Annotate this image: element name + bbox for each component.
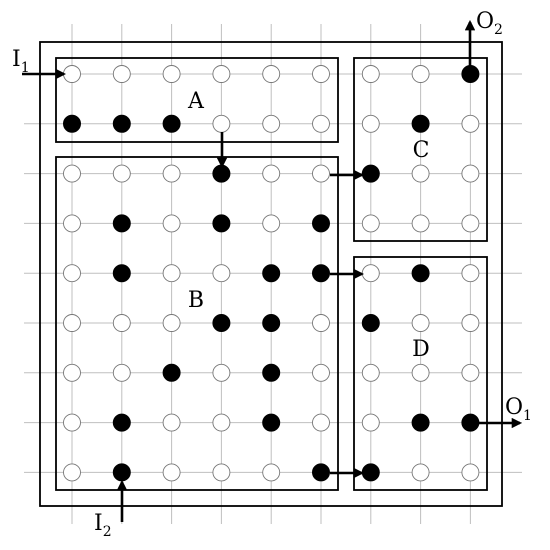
node-empty xyxy=(63,164,81,183)
region-d-box xyxy=(353,256,488,491)
node-empty xyxy=(411,164,430,183)
node-empty xyxy=(212,65,231,83)
node-filled xyxy=(212,164,231,183)
node-empty xyxy=(262,463,281,482)
node-empty xyxy=(262,164,281,183)
node-filled xyxy=(411,264,430,283)
node-empty xyxy=(63,214,81,233)
node-empty xyxy=(461,463,480,482)
region-d-label: D xyxy=(412,337,430,362)
node-empty xyxy=(162,164,181,183)
node-filled xyxy=(112,264,131,283)
node-empty xyxy=(212,114,231,133)
node-empty xyxy=(63,264,81,283)
node-empty xyxy=(162,314,181,332)
node-empty xyxy=(212,463,231,482)
node-filled xyxy=(112,413,131,432)
node-empty xyxy=(162,413,181,432)
node-empty xyxy=(63,463,81,482)
node-empty xyxy=(361,264,380,283)
node-empty xyxy=(461,314,480,332)
node-filled xyxy=(112,463,131,482)
node-filled xyxy=(411,114,430,133)
node-filled xyxy=(361,314,380,332)
node-empty xyxy=(212,413,231,432)
node-empty xyxy=(461,363,480,382)
node-empty xyxy=(312,314,330,332)
node-empty xyxy=(212,363,231,382)
node-empty xyxy=(361,214,380,233)
node-empty xyxy=(361,65,380,83)
region-a-box xyxy=(55,57,339,143)
node-empty xyxy=(312,363,330,382)
node-empty xyxy=(63,314,81,332)
node-filled xyxy=(262,314,281,332)
node-filled xyxy=(461,413,480,432)
node-empty xyxy=(262,65,281,83)
node-empty xyxy=(162,264,181,283)
node-empty xyxy=(312,164,330,183)
port-o2-label: O2 xyxy=(476,9,503,38)
node-filled xyxy=(162,363,181,382)
node-filled xyxy=(361,164,380,183)
node-empty xyxy=(361,413,380,432)
node-empty xyxy=(411,463,430,482)
port-i1-label: I1 xyxy=(12,47,30,76)
node-empty xyxy=(411,314,430,332)
node-empty xyxy=(112,363,131,382)
node-empty xyxy=(461,264,480,283)
node-filled xyxy=(312,264,330,283)
node-empty xyxy=(262,214,281,233)
node-empty xyxy=(312,413,330,432)
node-empty xyxy=(312,114,330,133)
region-c-box xyxy=(353,57,488,242)
node-empty xyxy=(461,114,480,133)
node-filled xyxy=(312,463,330,482)
node-filled xyxy=(212,214,231,233)
region-a-label: A xyxy=(187,89,205,114)
node-filled xyxy=(262,413,281,432)
node-empty xyxy=(112,164,131,183)
node-empty xyxy=(361,363,380,382)
node-filled xyxy=(361,463,380,482)
node-empty xyxy=(112,314,131,332)
region-b-label: B xyxy=(188,288,204,313)
node-empty xyxy=(63,65,81,83)
node-filled xyxy=(112,114,131,133)
node-empty xyxy=(162,65,181,83)
node-empty xyxy=(411,363,430,382)
region-b-box xyxy=(55,156,339,491)
node-empty xyxy=(411,214,430,233)
node-filled xyxy=(212,314,231,332)
node-filled xyxy=(112,214,131,233)
node-grid xyxy=(63,65,480,482)
node-empty xyxy=(461,214,480,233)
node-filled xyxy=(63,114,81,133)
node-empty xyxy=(312,65,330,83)
port-i2-label: I2 xyxy=(94,511,112,540)
node-filled xyxy=(312,214,330,233)
node-empty xyxy=(63,363,81,382)
node-empty xyxy=(361,114,380,133)
node-empty xyxy=(63,413,81,432)
outer-boundary xyxy=(39,41,503,507)
node-filled xyxy=(411,413,430,432)
node-empty xyxy=(461,164,480,183)
node-empty xyxy=(162,214,181,233)
node-empty xyxy=(411,65,430,83)
node-filled xyxy=(162,114,181,133)
arrows xyxy=(22,19,523,522)
node-filled xyxy=(262,264,281,283)
node-filled xyxy=(461,65,480,83)
node-empty xyxy=(212,264,231,283)
region-c-label: C xyxy=(413,138,430,163)
port-o1-label: O1 xyxy=(505,395,532,424)
node-filled xyxy=(262,363,281,382)
node-empty xyxy=(262,114,281,133)
node-empty xyxy=(112,65,131,83)
node-empty xyxy=(162,463,181,482)
